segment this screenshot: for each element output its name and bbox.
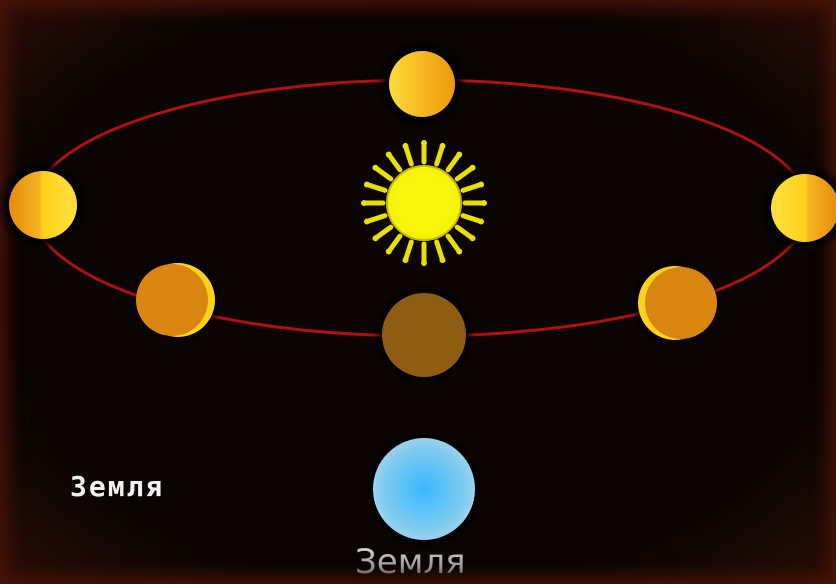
sun-ray-tip (456, 248, 463, 255)
sun-icon (361, 140, 487, 266)
sun-ray (402, 239, 414, 263)
sun-ray (386, 151, 403, 173)
earth-caption: Земля (355, 542, 466, 582)
sun-ray-tip (481, 200, 487, 206)
sun-ray-tip (439, 257, 446, 264)
earth-label: Земля (70, 470, 165, 503)
sun-ray (445, 233, 462, 255)
sun-ray-tip (402, 257, 409, 264)
sun-ray-tip (478, 181, 485, 188)
sun-ray-tip (439, 142, 446, 149)
sun-ray-tip (478, 218, 485, 225)
moon-phase-right-icon (765, 168, 836, 248)
earth-icon (370, 435, 478, 543)
sun-ray-tip (402, 142, 409, 149)
sun-ray-tip (372, 235, 379, 242)
sun-ray (454, 224, 476, 241)
sun-ray (434, 239, 446, 263)
sun-ray (364, 181, 388, 193)
sun-ray (372, 165, 394, 182)
sun-ray (372, 224, 394, 241)
sun-ray-tip (363, 218, 370, 225)
sun-ray-tip (363, 181, 370, 188)
sun-ray-tip (421, 260, 427, 266)
moon-phase-new-icon (378, 289, 470, 381)
sun-ray (386, 233, 403, 255)
sun-ray-tip (469, 164, 476, 171)
sun-ray (364, 213, 388, 225)
sun-ray-tip (372, 164, 379, 171)
sun-ray (460, 181, 484, 193)
sun-ray (460, 213, 484, 225)
sun-ray (445, 151, 462, 173)
sun-ray-tip (361, 200, 367, 206)
sun-ray (402, 143, 414, 167)
sun-ray (434, 143, 446, 167)
sun-ray-tip (456, 151, 463, 158)
moon-phase-lower-left-icon (136, 260, 218, 340)
sun-ray (454, 165, 476, 182)
moon-phase-top-icon (382, 44, 462, 124)
sun-ray-tip (385, 151, 392, 158)
moon-phase-lower-right-icon (635, 263, 717, 343)
sun-ray-tip (385, 248, 392, 255)
sun-ray-tip (421, 140, 427, 146)
moon-phase-left-icon (3, 165, 83, 245)
sun-ray-tip (469, 235, 476, 242)
